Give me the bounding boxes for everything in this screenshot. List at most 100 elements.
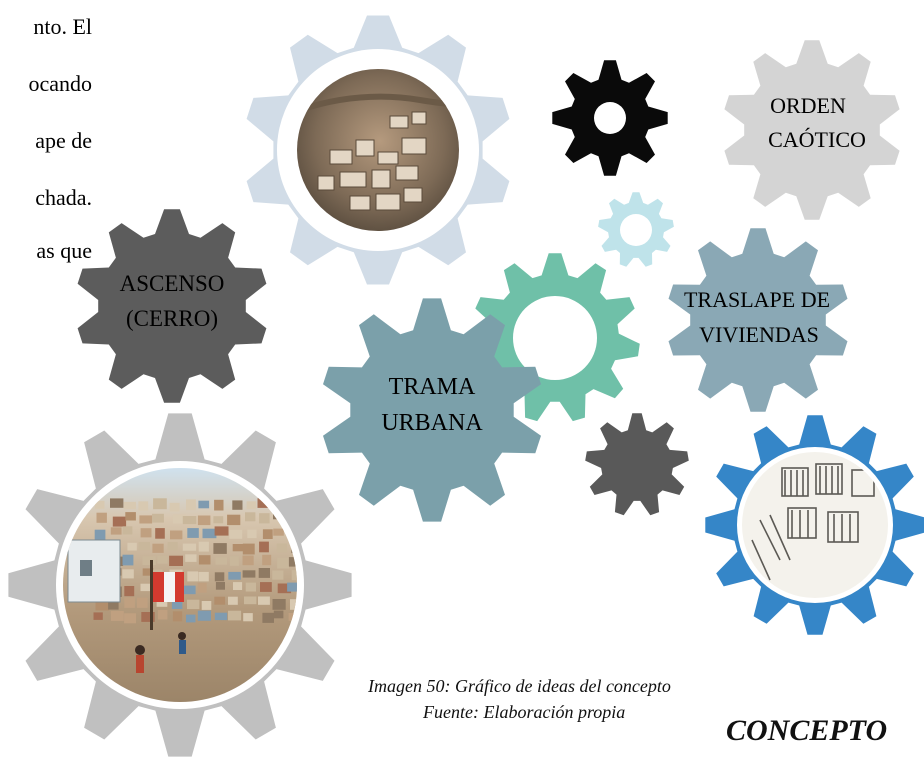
- hillside-house: [95, 599, 110, 611]
- hillside-house: [169, 555, 183, 566]
- hillside-house: [122, 569, 134, 579]
- sketch-drawing: [742, 452, 888, 598]
- paragraph-line: nto. El: [33, 14, 92, 39]
- hillside-house: [258, 568, 270, 578]
- hillside-house: [169, 502, 180, 512]
- hillside-house: [213, 516, 224, 524]
- ascenso-label-line2: (CERRO): [126, 306, 218, 331]
- orden-caotico-label-line1: ORDEN: [770, 93, 846, 118]
- hillside-house: [94, 529, 106, 541]
- hillside-house: [110, 498, 124, 508]
- hillside-house: [124, 597, 135, 608]
- hillside-house: [232, 500, 243, 510]
- small-light-blue-gear: [598, 192, 674, 267]
- figure-caption-title: Imagen 50: Gráfico de ideas del concepto: [368, 676, 671, 696]
- hillside-house: [138, 501, 149, 511]
- hillside-house: [122, 554, 134, 566]
- hillside-house: [213, 543, 227, 554]
- hillside-house: [141, 612, 155, 622]
- hillside-house: [197, 515, 211, 526]
- hillside-house: [125, 512, 136, 521]
- small-dark-gray-gear: [585, 413, 689, 516]
- hillside-house: [242, 543, 255, 555]
- hillside-house: [186, 614, 196, 623]
- hillside-house: [182, 543, 197, 551]
- ascenso-gear: [77, 209, 267, 403]
- hillside-house: [198, 571, 209, 582]
- hillside-house: [262, 529, 273, 539]
- hillside-house: [291, 570, 297, 581]
- paragraph-line: ape de: [35, 128, 92, 153]
- hillside-house: [277, 583, 292, 594]
- hillside-house: [201, 601, 212, 610]
- hillside-house: [198, 500, 210, 509]
- hillside-house: [229, 556, 239, 566]
- hillside-house: [228, 610, 242, 621]
- hillside-house: [157, 555, 168, 564]
- hillside-house: [214, 526, 229, 536]
- hillside-house: [170, 530, 183, 540]
- hillside-house: [127, 542, 137, 551]
- hillside-house: [259, 541, 269, 553]
- hillside-house: [245, 582, 256, 592]
- hillside-house: [276, 543, 288, 553]
- hillside-house: [260, 582, 272, 592]
- hillside-house: [243, 613, 253, 622]
- hillside-house: [187, 599, 200, 610]
- aerial-photo: [297, 69, 459, 231]
- hillside-house: [258, 596, 270, 605]
- hillside-house: [229, 529, 243, 539]
- hillside-house: [232, 544, 244, 552]
- hillside-house: [183, 585, 196, 595]
- hillside-house: [96, 512, 107, 523]
- hillside-house: [244, 596, 257, 605]
- hillside-house: [157, 610, 168, 620]
- traslape-label-line1: TRASLAPE DE: [684, 287, 830, 312]
- hillside-house: [172, 514, 187, 524]
- concept-heading: CONCEPTO: [726, 714, 888, 747]
- hillside-house: [242, 570, 256, 578]
- hillside-house: [215, 557, 227, 565]
- hillside-house: [198, 555, 211, 565]
- hillside-house: [186, 499, 196, 511]
- hillside-house: [112, 516, 127, 527]
- trama-urbana-label-line1: TRAMA: [389, 374, 476, 400]
- hillside-house: [152, 513, 164, 523]
- hillside-house: [273, 610, 284, 619]
- hillside-house: [93, 612, 103, 620]
- hillside-house: [172, 611, 183, 622]
- hillside-house: [214, 499, 224, 511]
- hillside-house: [272, 599, 286, 610]
- hillside-house: [138, 542, 150, 551]
- traslape-label-line2: VIVIENDAS: [699, 322, 819, 347]
- orden-caotico-gear: [724, 40, 900, 220]
- trama-urbana-label-line2: URBANA: [381, 410, 483, 436]
- hillside-house: [171, 598, 183, 609]
- hillside-house: [214, 572, 225, 582]
- hillside-house: [246, 501, 257, 510]
- hillside-house: [228, 571, 241, 580]
- hillside-house: [124, 586, 135, 597]
- hillside-house: [214, 596, 226, 605]
- orden-caotico-label-line2: CAÓTICO: [768, 127, 866, 152]
- hillside-house: [288, 557, 297, 567]
- paragraph-line: ocando: [28, 71, 92, 96]
- hillside-house: [257, 498, 269, 508]
- hillside-house: [215, 582, 225, 590]
- hillside-house: [142, 568, 154, 576]
- hillside-house: [197, 610, 211, 621]
- hillside-house: [277, 557, 289, 569]
- hillside-house: [202, 528, 217, 539]
- hillside-house: [262, 612, 274, 623]
- hillside-house: [214, 612, 228, 621]
- hillside-house: [167, 542, 178, 551]
- hillside-house: [273, 528, 284, 536]
- hillside-house: [245, 512, 256, 522]
- small-black-gear: [552, 60, 668, 176]
- hillside-house: [185, 554, 197, 562]
- hillside-house: [262, 554, 272, 566]
- hillside-house: [272, 570, 284, 580]
- hillside-house: [94, 500, 105, 509]
- hillside-house: [259, 513, 270, 524]
